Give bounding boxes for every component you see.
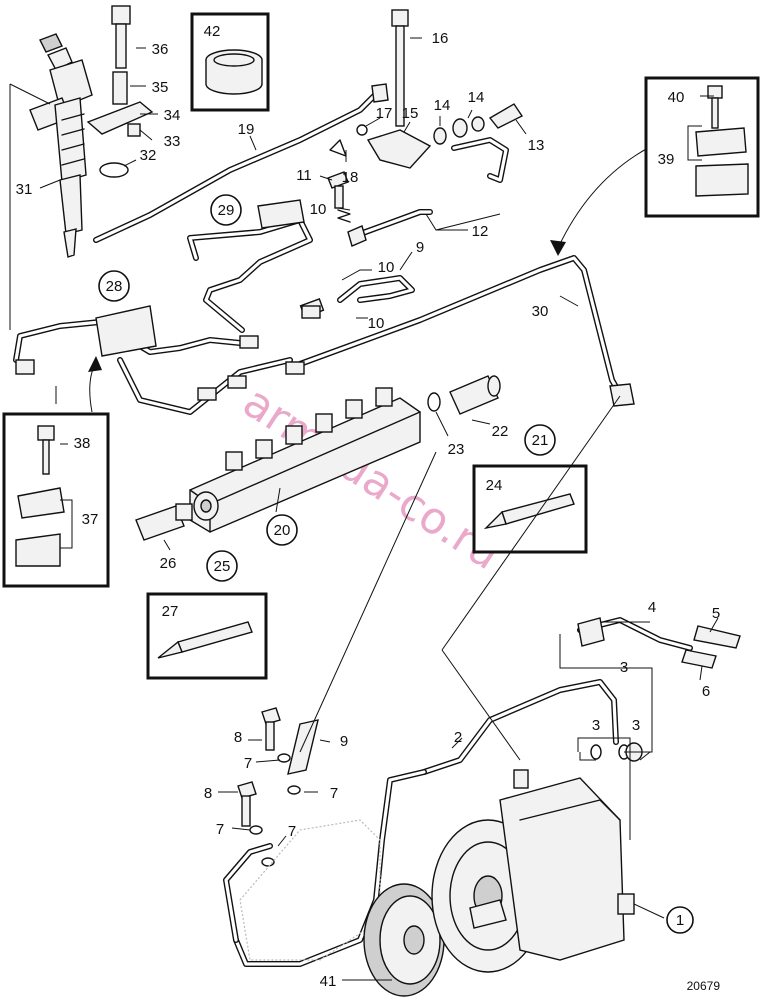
injector-clamp-set: [86, 5, 154, 137]
callout-16: 16: [432, 30, 449, 47]
callout-41: 41: [320, 973, 337, 990]
bolt-11: [327, 171, 351, 223]
callout-32: 32: [140, 147, 157, 164]
callout-3: 3: [620, 659, 628, 676]
callout-17: 17: [376, 105, 393, 122]
callout-12: 12: [472, 223, 489, 240]
leader-lines: [9, 37, 719, 981]
callout-28: 28: [106, 278, 123, 295]
drive-gear: [363, 883, 445, 997]
callout-3: 3: [632, 717, 640, 734]
callout-10: 10: [310, 201, 327, 218]
callout-2: 2: [454, 729, 462, 746]
callout-20: 20: [274, 522, 291, 539]
callout-24: 24: [486, 477, 503, 494]
callout-39: 39: [658, 151, 675, 168]
callout-5: 5: [712, 605, 720, 622]
callout-29: 29: [218, 202, 235, 219]
callout-38: 38: [74, 435, 91, 452]
callout-42: 42: [204, 23, 221, 40]
box-27: [146, 592, 268, 680]
callout-9: 9: [340, 733, 348, 750]
callout-23: 23: [448, 441, 465, 458]
figure-number: 20679: [687, 979, 721, 993]
callout-31: 31: [16, 181, 33, 198]
callout-3: 3: [592, 717, 600, 734]
callout-8: 8: [234, 729, 242, 746]
callout-1: 1: [676, 912, 684, 929]
callout-circles: [98, 194, 694, 934]
callout-34: 34: [164, 107, 181, 124]
callout-numbers: 1 2 3 3 3 4 5 6 7 7 7 7 8 8 9 9 10 10 10…: [16, 23, 721, 990]
callout-21: 21: [532, 432, 549, 449]
callout-25: 25: [214, 558, 231, 575]
callout-7: 7: [216, 821, 224, 838]
callout-7: 7: [330, 785, 338, 802]
callout-19: 19: [238, 121, 255, 138]
callout-7: 7: [244, 755, 252, 772]
callout-10: 10: [368, 315, 385, 332]
callout-15: 15: [402, 105, 419, 122]
callout-14: 14: [434, 97, 451, 114]
banjo-fitting: [329, 9, 524, 169]
common-rail: [189, 387, 421, 533]
callout-26: 26: [160, 555, 177, 572]
callout-37: 37: [82, 511, 99, 528]
callout-8: 8: [204, 785, 212, 802]
callout-11: 11: [296, 167, 312, 184]
box-24: [472, 464, 588, 554]
callout-13: 13: [528, 137, 545, 154]
callout-35: 35: [152, 79, 169, 96]
callout-22: 22: [492, 423, 509, 440]
callout-18: 18: [342, 169, 359, 186]
callout-14: 14: [468, 89, 485, 106]
callout-27: 27: [162, 603, 179, 620]
box-39: [644, 76, 760, 218]
high-pressure-pump: [431, 769, 635, 973]
callout-4: 4: [648, 599, 656, 616]
callout-36: 36: [152, 41, 169, 58]
callout-30: 30: [532, 303, 549, 320]
callout-7: 7: [288, 823, 296, 840]
callout-6: 6: [702, 683, 710, 700]
callout-9: 9: [416, 239, 424, 256]
callout-33: 33: [164, 133, 181, 150]
callout-40: 40: [668, 89, 685, 106]
box-42: [190, 12, 270, 112]
callout-10: 10: [378, 259, 395, 276]
box-37: [2, 412, 110, 588]
o-ring: [99, 162, 129, 178]
fuel-injector: [29, 33, 93, 258]
